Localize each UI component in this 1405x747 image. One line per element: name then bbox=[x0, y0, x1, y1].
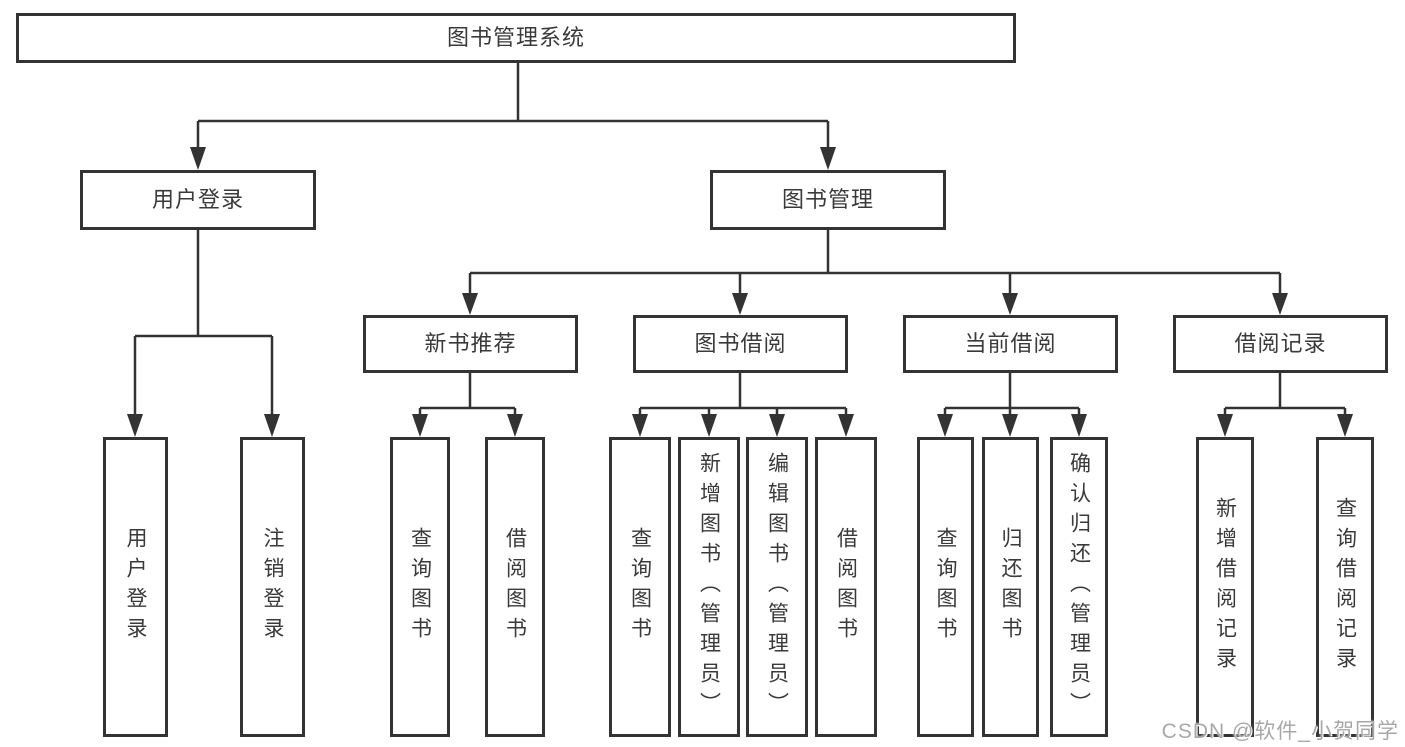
node-borrow-records: 借阅记录 bbox=[1173, 315, 1388, 373]
leaf-newbook-borrow-book: 借阅图书 bbox=[485, 437, 545, 737]
leaf-logout: 注销登录 bbox=[240, 437, 305, 737]
node-library-system: 图书管理系统 bbox=[16, 13, 1016, 63]
leaf-current-confirm-return-admin: 确认归还（管理员） bbox=[1050, 437, 1108, 737]
leaf-current-return-book: 归还图书 bbox=[982, 437, 1039, 737]
node-new-book-recommend: 新书推荐 bbox=[363, 315, 578, 373]
csdn-watermark: CSDN @软件_小贺同学 bbox=[1161, 720, 1399, 743]
leaf-borrow-query-book: 查询图书 bbox=[609, 437, 671, 737]
node-book-management: 图书管理 bbox=[710, 170, 946, 230]
leaf-current-query-book: 查询图书 bbox=[917, 437, 974, 737]
leaf-borrow-edit-book-admin: 编辑图书（管理员） bbox=[746, 437, 808, 737]
leaf-borrow-borrow-book: 借阅图书 bbox=[815, 437, 877, 737]
leaf-records-add-record: 新增借阅记录 bbox=[1196, 437, 1254, 737]
leaf-borrow-add-book-admin: 新增图书（管理员） bbox=[678, 437, 740, 737]
node-current-borrow: 当前借阅 bbox=[903, 315, 1118, 373]
leaf-records-query-record: 查询借阅记录 bbox=[1316, 437, 1374, 737]
leaf-newbook-query-book: 查询图书 bbox=[390, 437, 450, 737]
node-book-borrow: 图书借阅 bbox=[633, 315, 848, 373]
node-user-login: 用户登录 bbox=[80, 170, 316, 230]
leaf-user-login: 用户登录 bbox=[103, 437, 168, 737]
